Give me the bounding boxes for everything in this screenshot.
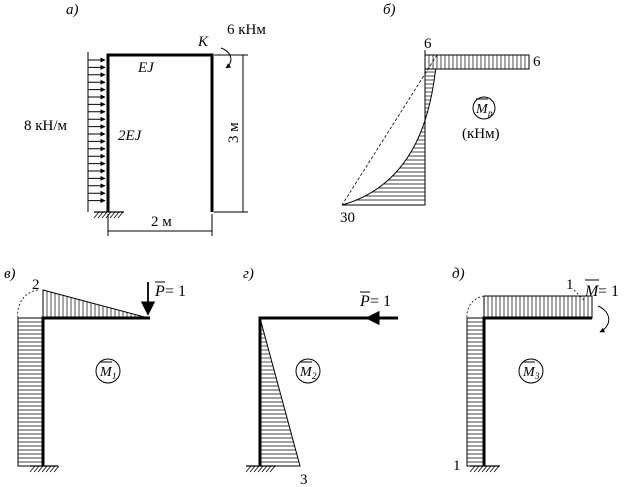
value-right-b: 6 <box>533 54 541 70</box>
column-stiffness: 2EJ <box>118 128 143 144</box>
beam-stiffness: EJ <box>137 60 155 76</box>
panel-a: а) 8 кН/м EJ 2EJ K 6 кНм 3 м <box>24 2 266 236</box>
diagram-sub-g: 2 <box>312 371 317 381</box>
force-eq-v: = 1 <box>165 283 186 300</box>
units-b: (кНм) <box>462 126 500 142</box>
chord-line-b <box>341 54 438 206</box>
diagram-label-circle-g <box>295 358 321 384</box>
moment-label-a: 6 кНм <box>227 22 266 38</box>
node-k-label: K <box>197 34 209 50</box>
panel-a-tag: а) <box>66 2 79 18</box>
frame-v <box>41 316 150 466</box>
value-bottom-g: 3 <box>300 472 308 487</box>
diagram-sub-d: 3 <box>534 371 540 381</box>
value-bottom-b: 30 <box>340 210 355 226</box>
moment-arrow-a <box>220 47 232 69</box>
corner-dash-d <box>466 295 485 319</box>
ground-support-g <box>245 465 276 473</box>
corner-value-v: 2 <box>32 277 40 293</box>
diagram-label-circle-d <box>518 358 544 384</box>
panel-d-tag: д) <box>452 266 465 282</box>
force-label-v: P <box>154 283 165 300</box>
frame-d <box>482 316 592 466</box>
epure-column-v <box>17 317 44 467</box>
epure-column-d <box>466 317 485 467</box>
width-label: 2 м <box>151 214 172 230</box>
moment-label-d: M <box>584 283 600 300</box>
panel-b-tag: б) <box>383 2 396 18</box>
force-eq-g: = 1 <box>370 293 391 310</box>
frame-a <box>106 53 214 212</box>
distributed-load <box>87 52 106 212</box>
panel-v-tag: в) <box>4 266 16 282</box>
corner-value-d: 1 <box>566 277 574 293</box>
epure-column-g <box>259 317 301 467</box>
panel-g: г) P = 1 3 M 2 <box>243 266 398 487</box>
panel-g-tag: г) <box>243 266 254 282</box>
diagram-sub-v: 1 <box>112 371 117 381</box>
load-label: 8 кН/м <box>24 118 68 134</box>
moment-arrow-d <box>597 305 610 333</box>
panel-b: б) 6 6 30 M p (кНм) <box>340 2 541 226</box>
height-dimension <box>214 54 248 213</box>
height-label: 3 м <box>226 122 242 143</box>
width-dimension <box>107 214 213 236</box>
diagram-label-v: M <box>99 365 113 380</box>
moment-eq-d: = 1 <box>598 283 619 300</box>
diagram-sub-b: p <box>487 108 493 118</box>
diagram-label-b: M <box>475 102 489 117</box>
ground-support-a <box>93 211 124 219</box>
value-bottom-d: 1 <box>453 458 461 474</box>
ground-support-v <box>29 465 60 473</box>
panel-d: д) 1 M = 1 1 M 3 <box>452 266 619 474</box>
value-top-b: 6 <box>424 36 432 52</box>
force-label-g: P <box>359 293 370 310</box>
frame-g <box>258 316 398 466</box>
diagram-label-g: M <box>299 365 313 380</box>
ground-support-d <box>469 465 500 473</box>
panel-v: в) 2 P = 1 M 1 <box>4 266 186 473</box>
corner-dash-v <box>17 289 39 319</box>
diagram-label-d: M <box>522 365 536 380</box>
diagram-label-circle-v <box>95 358 121 384</box>
diagram-label-circle-b <box>472 96 496 120</box>
